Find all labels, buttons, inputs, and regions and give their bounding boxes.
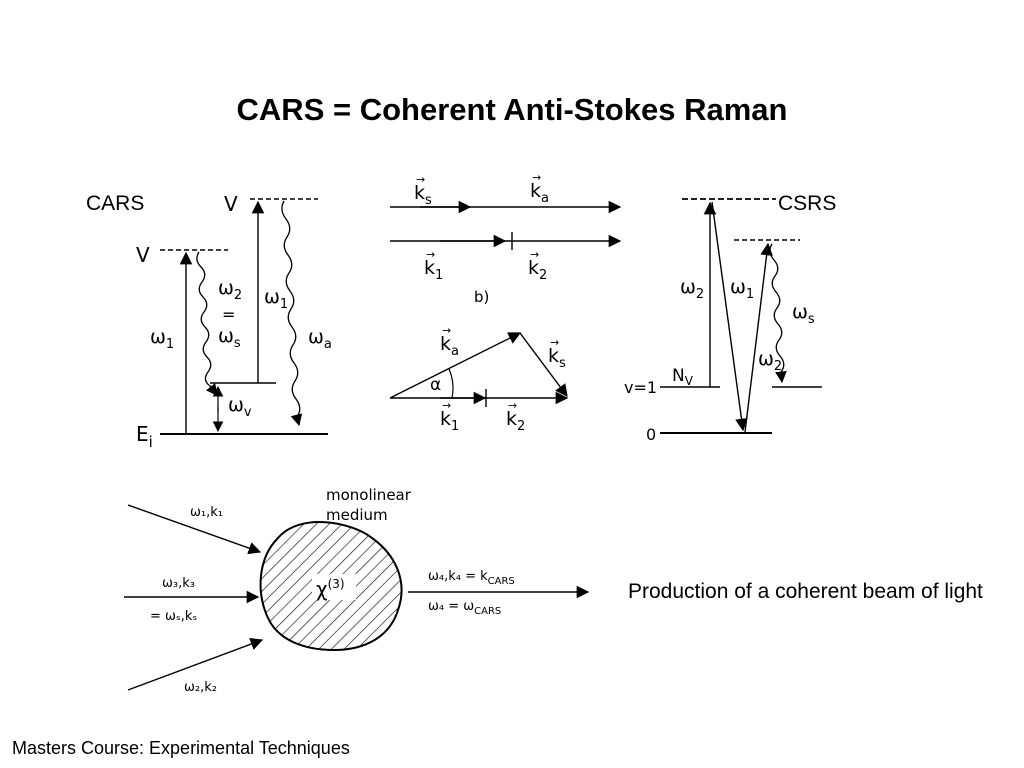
ks-vector: [519, 332, 568, 398]
omega1-label-right: ω1: [264, 286, 288, 312]
ka-vector: [389, 332, 522, 399]
csrs-nv-label: NV: [672, 366, 694, 388]
input-beam-1: [127, 504, 262, 555]
medium-label-line1: monolinear: [326, 486, 412, 504]
csrs-energy-diagram: ω2 ω1 ωs ω2 NV v=1 0: [624, 198, 822, 444]
csrs-omega2-label: ω2: [680, 276, 704, 302]
alpha-label: α: [430, 375, 441, 395]
omega1-label: ω1: [150, 326, 174, 352]
omega-a-antistokes-wavy: [281, 200, 303, 427]
cars-label: CARS: [86, 192, 145, 215]
vector-arrows-bottom: →: [442, 399, 451, 412]
vector-arrows-top: →: [416, 173, 425, 186]
k2-label-bottom: k2: [506, 408, 525, 434]
k2-label-top: k2: [528, 257, 547, 283]
chi-label-bg: [312, 574, 356, 600]
level-v-left: V: [136, 243, 150, 267]
input-beam-2: [127, 638, 264, 691]
omega2-label: ω2: [218, 277, 242, 303]
part-b-label: b): [474, 288, 489, 306]
k1-label-top: k1: [424, 257, 443, 283]
vector-arrows-top: →: [426, 248, 435, 261]
level-ei: Ei: [136, 422, 153, 451]
vector-arrows-bottom: →: [442, 324, 451, 337]
ks-label: ks: [414, 182, 432, 208]
omega-a-label: ωa: [308, 326, 332, 352]
omega-s-label: ωs: [218, 325, 241, 351]
slide-title: CARS = Coherent Anti-Stokes Raman: [236, 92, 788, 127]
input-beam-1-label: ω₁,k₁: [190, 505, 223, 520]
ks-label-bottom: ks: [548, 345, 566, 371]
csrs-omega2-right-label: ω2: [758, 348, 782, 374]
omega2-stokes-wavy: [196, 251, 218, 396]
csrs-zero-label: 0: [646, 425, 656, 444]
caption-text: Production of a coherent beam of light: [628, 580, 983, 603]
output-label-bottom: ω₄ = ωCARS: [428, 599, 501, 617]
csrs-omega1-up: [744, 242, 773, 433]
csrs-omega1-down: [711, 201, 748, 432]
ka-label-bottom: ka: [440, 333, 459, 359]
csrs-v1-label: v=1: [624, 378, 657, 397]
input-beam-2-label: ω₂,k₂: [184, 680, 217, 695]
k1-label-bottom: k1: [440, 408, 459, 434]
equals-sign: =: [222, 305, 235, 324]
alpha-arc: [448, 368, 454, 399]
csrs-omega-s-wavy: [769, 243, 787, 384]
ka-label: ka: [530, 180, 549, 206]
vector-arrows-top: →: [530, 248, 539, 261]
vector-arrows-bottom: →: [508, 399, 517, 412]
cars-energy-diagram: V V Ei ω1 ω2 = ωs ωv ω1 ωa: [136, 192, 332, 451]
input-beam-3-label-bottom: = ωₛ,kₛ: [150, 609, 197, 624]
wavevector-diagram: ks ka k1 k2 → → → → b) ka ks α k1 k2 → →…: [389, 171, 622, 434]
chi-label: χ(3): [316, 577, 345, 601]
medium-label-line2: medium: [326, 506, 388, 524]
output-label-top: ω₄,k₄ = kCARS: [428, 569, 515, 587]
csrs-omega1-label: ω1: [730, 276, 754, 302]
csrs-omega-s-label: ωs: [792, 301, 815, 327]
footer-text: Masters Course: Experimental Techniques: [12, 738, 350, 758]
csrs-label: CSRS: [778, 192, 837, 215]
vector-arrows-top: →: [532, 171, 541, 184]
medium-diagram: χ(3) monolinear medium ω₁,k₁ ω₃,k₃ = ωₛ,…: [124, 486, 590, 695]
level-v-right: V: [224, 192, 238, 216]
input-beam-3-label-top: ω₃,k₃: [162, 576, 195, 591]
vector-arrows-bottom: →: [550, 336, 559, 349]
omega-v-label: ωv: [228, 394, 252, 420]
